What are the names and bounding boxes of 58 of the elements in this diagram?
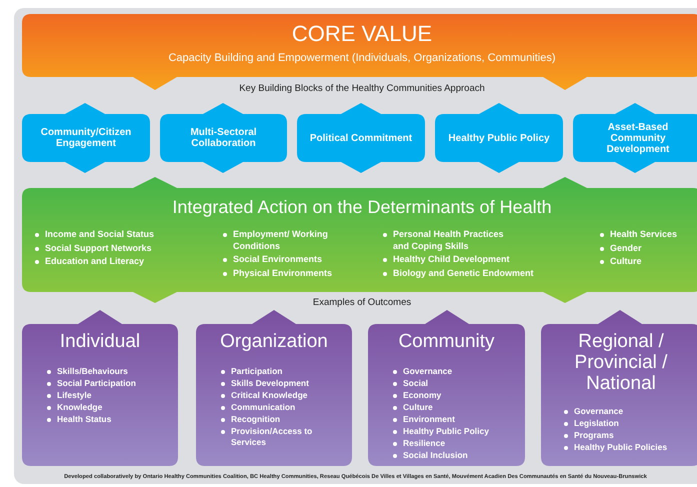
bullet-item: Knowledge	[57, 402, 102, 412]
bullet-item: Programs	[574, 430, 614, 440]
bullet-item: Social Environments	[233, 254, 322, 264]
block-title: Community/Citizen Engagement	[40, 127, 132, 149]
building-block-box	[297, 103, 425, 173]
bullet-item: Participation	[231, 366, 282, 376]
bullet-item: Education and Literacy	[45, 256, 144, 266]
bullet-item: Physical Environments	[233, 268, 332, 278]
bullet-item: Culture	[610, 256, 642, 266]
panel-heading: Integrated Action on the Determinants of Health	[172, 198, 552, 218]
bullet-item: Healthy Child Development	[393, 254, 510, 264]
bullet-item: Biology and Genetic Endowment	[393, 268, 534, 278]
block-title: Political Commitment	[310, 132, 412, 144]
bullet-item: Gender	[610, 242, 642, 253]
bullet-item: Resilience	[403, 438, 446, 448]
bullet-item: Economy	[403, 390, 442, 400]
bullet-item: Provision/Access to Services	[231, 426, 312, 448]
bullet-item: Health Status	[57, 414, 112, 424]
building-block-box	[160, 103, 287, 173]
bullet-item: Critical Knowledge	[231, 390, 308, 400]
bullet-item: Governance	[574, 406, 624, 416]
bullet-item: Income and Social Status	[45, 229, 154, 239]
block-title: Healthy Public Policy	[448, 132, 550, 144]
panel-heading: Individual	[60, 332, 140, 353]
bullet-item: Social Inclusion	[403, 450, 468, 460]
bullet-item: Healthy Public Policies	[574, 442, 668, 452]
core-value-title: CORE VALUE	[292, 22, 432, 46]
bullet-item: Communication	[231, 402, 296, 412]
bullet-item: Social	[403, 378, 428, 388]
panel-heading: Regional / Provincial / National	[574, 332, 668, 395]
outcome-panel	[22, 310, 178, 466]
bullet-item: Governance	[403, 366, 452, 376]
outcome-panel	[196, 310, 352, 466]
bullet-item: Personal Health Practices and Coping Skills	[393, 229, 504, 251]
bullet-item: Social Support Networks	[45, 242, 152, 253]
bullet-item: Culture	[403, 402, 433, 412]
panel-heading: Community	[398, 332, 495, 353]
bullet-item: Social Participation	[57, 378, 136, 388]
section-caption: Key Building Blocks of the Healthy Communities Approach	[238, 83, 486, 94]
block-title: Multi-Sectoral Collaboration	[189, 127, 258, 149]
building-block-box	[435, 103, 563, 173]
outcome-panel	[541, 310, 697, 466]
outcome-panel	[368, 310, 525, 466]
bullet-item: Lifestyle	[57, 390, 92, 400]
bullet-item: Skills Development	[231, 378, 309, 388]
bullet-item: Environment	[403, 414, 455, 424]
building-block-box	[573, 103, 697, 173]
building-block-box	[22, 103, 150, 173]
block-title: Asset-Based Community Development	[606, 122, 670, 154]
bullet-item: Employment/ Working Conditions	[233, 229, 328, 251]
bullet-item: Healthy Public Policy	[403, 426, 489, 436]
bullet-item: Skills/Behaviours	[57, 366, 128, 376]
bullet-item: Recognition	[231, 414, 280, 424]
panel-heading: Organization	[220, 332, 328, 353]
core-value-subtitle: Capacity Building and Empowerment (Individuals, Organizations, Communities)	[168, 52, 556, 64]
bullet-item: Health Services	[610, 229, 678, 239]
bullet-item: Legislation	[574, 418, 619, 428]
section-caption: Examples of Outcomes	[312, 297, 412, 308]
